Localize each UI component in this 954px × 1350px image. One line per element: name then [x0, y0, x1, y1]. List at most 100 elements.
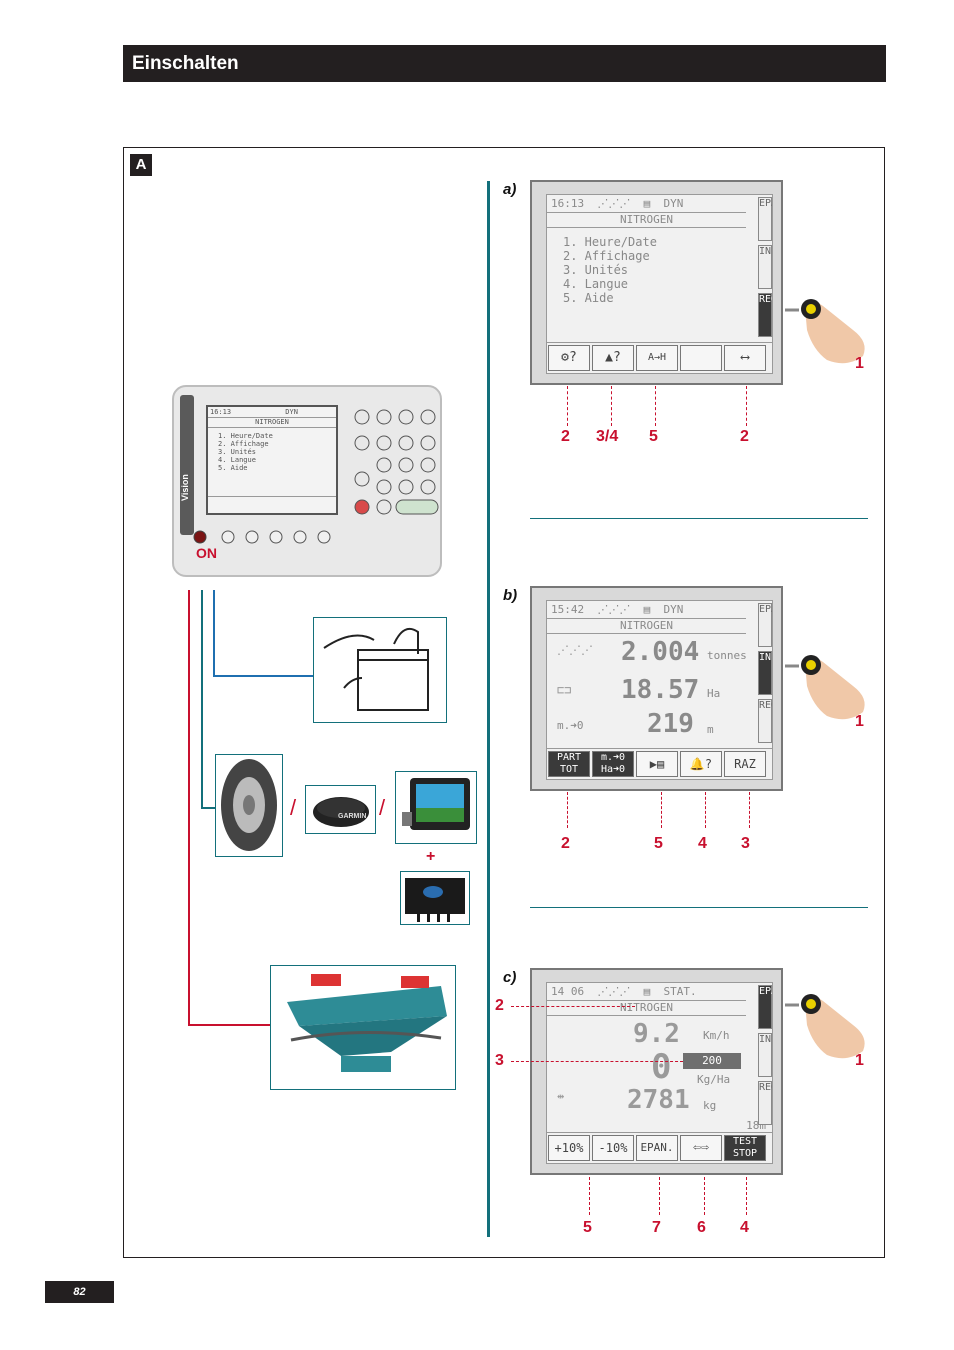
- console-menu-item: 2. Affichage: [218, 440, 269, 448]
- callout-line: [589, 1177, 590, 1215]
- console-side-strip: Vision: [180, 395, 194, 535]
- panel-c-fkey-minus10[interactable]: -10%: [592, 1135, 634, 1161]
- spreader-icon: [287, 974, 447, 1072]
- callout-number: 4: [740, 1219, 749, 1236]
- tire-icon: [221, 759, 277, 851]
- panel-c-title: NITROGEN: [547, 1001, 746, 1016]
- slash-1: /: [290, 795, 297, 820]
- finger-number: 1: [855, 1052, 864, 1069]
- callout-line: [511, 1061, 683, 1062]
- callout-line: [511, 1006, 635, 1007]
- panel-b-tab-epan[interactable]: EPAN: [758, 603, 772, 647]
- callout-number: 5: [654, 835, 663, 852]
- callout-line: [705, 792, 706, 828]
- panel-c-lcd: 14 06 ⋰⋰⋰ ▤ STAT. NITROGEN 9.2 Km/h 0 20…: [546, 982, 773, 1164]
- panel-a-tab-info[interactable]: INFO: [758, 245, 772, 289]
- panel-a-tab-epan[interactable]: EPAN: [758, 197, 772, 241]
- callout-number: 3: [741, 835, 750, 852]
- console-fkeys: [208, 496, 336, 513]
- rate-unit: Kg/Ha: [697, 1073, 731, 1086]
- interface-box-photo: [400, 871, 470, 925]
- panel-a-time: 16:13: [551, 197, 585, 210]
- on-label: ON: [196, 545, 217, 561]
- callout-line: [749, 792, 750, 828]
- total-weight-value: 2.004: [621, 637, 700, 667]
- console-time: 16:13: [210, 408, 232, 416]
- panel-a-screen: 16:13 ⋰⋰⋰ ▤ DYN NITROGEN 1. Heure/Date 2…: [530, 180, 783, 385]
- speed-value: 9.2: [633, 1019, 680, 1049]
- panel-c-mode: STAT.: [663, 985, 697, 998]
- divider-vertical: [487, 181, 490, 1237]
- panel-b-time: 15:42: [551, 603, 585, 616]
- callout-line: [704, 1177, 705, 1215]
- panel-a-fkey-1[interactable]: ⚙?: [548, 345, 590, 371]
- panel-b-statusbar: 15:42 ⋰⋰⋰ ▤ DYN: [547, 601, 746, 619]
- panel-a-statusbar: 16:13 ⋰⋰⋰ ▤ DYN: [547, 195, 746, 213]
- callout-number: 3/4: [596, 428, 619, 445]
- panel-b-fkey-alarm[interactable]: 🔔?: [680, 751, 722, 777]
- total-quantity-unit: kg: [703, 1099, 717, 1112]
- panel-c-fkey-width[interactable]: ⇦⇨: [680, 1135, 722, 1161]
- total-quantity-value: 2781: [627, 1085, 690, 1115]
- callout-line: [611, 386, 612, 426]
- panel-b-fkey-raz[interactable]: RAZ: [724, 751, 766, 777]
- panel-c-tab-reg[interactable]: REG: [758, 1081, 772, 1125]
- rate-target-value[interactable]: 200: [683, 1053, 741, 1069]
- panel-a-fkey-3[interactable]: A→H: [636, 345, 678, 371]
- spreader-photo: [270, 965, 456, 1090]
- finger-number: 1: [855, 713, 864, 730]
- panel-b-tab-info[interactable]: INFO: [758, 651, 772, 695]
- callout-number: 6: [697, 1219, 706, 1236]
- plus-sign: +: [426, 848, 436, 865]
- console-title: NITROGEN: [208, 418, 336, 428]
- console-mode: DYN: [285, 408, 298, 416]
- panel-c-fkeys: +10% -10% EPAN. ⇦⇨ TEST STOP: [547, 1132, 772, 1163]
- console-keypad[interactable]: [352, 407, 440, 519]
- console-brand: Vision: [180, 474, 190, 501]
- panel-a-fkey-2[interactable]: ▲?: [592, 345, 634, 371]
- battery-photo: [313, 617, 447, 723]
- panel-a-fkeys: ⚙? ▲? A→H ⟷: [547, 342, 772, 373]
- panel-b-lcd: 15:42 ⋰⋰⋰ ▤ DYN NITROGEN ⋰⋰⋰ 2.004 tonne…: [546, 600, 773, 780]
- panel-c-fkey-epan[interactable]: EPAN.: [636, 1135, 678, 1161]
- panel-c-time: 14 06: [551, 985, 585, 998]
- callout-line: [659, 1177, 660, 1215]
- gps-antenna-icon: [313, 797, 369, 827]
- panel-b-fkey-reset[interactable]: m.➜0 Ha➜0: [592, 751, 634, 777]
- callout-number: 2: [561, 428, 570, 445]
- panel-b-fkeys: PART TOT m.➜0 Ha➜0 ▶▤ 🔔? RAZ: [547, 748, 772, 779]
- distance-unit: m: [707, 723, 714, 736]
- panel-b-fkey-part-tot[interactable]: PART TOT: [548, 751, 590, 777]
- panel-a-menu-item[interactable]: 2. Affichage: [563, 249, 650, 263]
- finger-press-icon: [785, 299, 865, 364]
- panel-b-fkey-next[interactable]: ▶▤: [636, 751, 678, 777]
- gps-photo: GARMIN: [305, 785, 376, 834]
- panel-b-tab-reg[interactable]: REG: [758, 699, 772, 743]
- panel-a-fkey-5[interactable]: ⟷: [724, 345, 766, 371]
- panel-c-tab-epan[interactable]: EPAN: [758, 985, 772, 1029]
- panel-a-menu: 1. Heure/Date 2. Affichage 3. Unités 4. …: [563, 235, 657, 305]
- console-menu-item: 3. Unités: [218, 448, 256, 456]
- width-icon: ⇹: [557, 1089, 565, 1103]
- panel-a-fkey-4[interactable]: [680, 345, 722, 371]
- panel-a-menu-item[interactable]: 5. Aide: [563, 291, 614, 305]
- slash-2: /: [379, 795, 386, 820]
- panel-b-mode: DYN: [663, 603, 684, 616]
- panel-c-fkey-test-stop[interactable]: TEST STOP: [724, 1135, 766, 1161]
- panel-a-menu-item[interactable]: 3. Unités: [563, 263, 629, 277]
- panel-a-menu-item[interactable]: 1. Heure/Date: [563, 235, 657, 249]
- divider-a-b: [530, 518, 868, 519]
- panel-c-tab-info[interactable]: INFO: [758, 1033, 772, 1077]
- battery-icon: [323, 628, 429, 711]
- console-menu-item: 4. Langue: [218, 456, 256, 464]
- panel-b-label: b): [503, 587, 518, 604]
- panel-a-tab-reg[interactable]: REG: [758, 293, 772, 337]
- callout-number: 5: [649, 428, 658, 445]
- panel-a-menu-item[interactable]: 4. Langue: [563, 277, 629, 291]
- console-bottom-buttons[interactable]: [190, 527, 340, 547]
- panel-c-fkey-plus10[interactable]: +10%: [548, 1135, 590, 1161]
- distance-value: 219: [647, 709, 694, 739]
- console-menu: 1. Heure/Date 2. Affichage 3. Unités 4. …: [208, 428, 336, 472]
- gps-brand: GARMIN: [338, 813, 367, 820]
- page-number: 82: [45, 1281, 114, 1303]
